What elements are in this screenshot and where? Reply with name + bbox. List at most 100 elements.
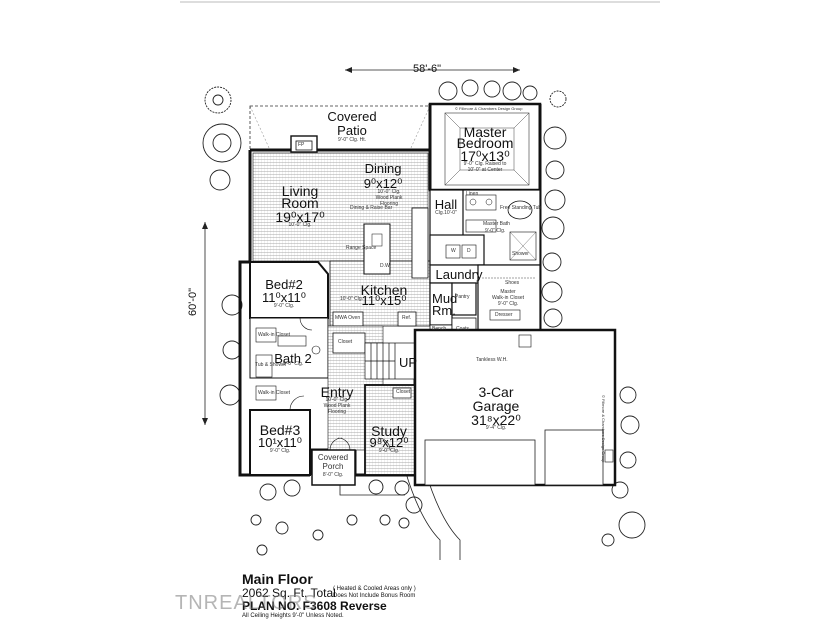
door-swings [289,317,391,451]
garage-note: 9'-4" Clg. [485,425,507,431]
width-dimension-line [345,67,520,73]
study-dims: 9⁸x12⁰ [369,435,409,450]
covered-porch-note: 8'-0" Clg. [322,472,344,478]
bath2-block [249,317,329,401]
entry-name: Entry [320,384,354,400]
bed3-note: 9'-0" Clg. [269,448,291,454]
landscape-shrubs [202,79,646,556]
pantry-label: Pantry [455,294,470,300]
dining-note-2: Wood Plank [375,195,403,201]
garage-walls [413,328,617,487]
master-bedroom-note-1: 9'-0" Clg. Raised to [463,161,507,167]
master-bedroom-name-1: Master [463,124,507,140]
study-note: 9'-0" Clg. [378,448,400,454]
living-room-name-1: Living [281,183,319,199]
living-dining-floor [253,153,428,261]
bed3-name: Bed#3 [259,422,301,438]
covered-porch-name-1: Covered [317,453,349,462]
mwa-oven-label: MWA Oven [335,315,361,321]
master-closet-name-1: Master [500,289,516,295]
closet-label: Closet [338,339,353,345]
entry-note-3: Flooring [327,409,347,415]
covered-patio-area [249,105,431,151]
bed2-name: Bed#2 [265,277,303,292]
garage-name-1: 3-Car [478,384,514,400]
stairs [364,342,416,380]
ceiling-note: All Ceiling Heights 9'-0" Unless Noted. [242,613,344,619]
dining-dims: 9⁰x12⁰ [363,176,403,191]
linen-label: Linen [466,191,479,197]
kitchen-name: Kitchen [360,282,408,298]
range-space-label: Range Space [346,245,377,251]
fireplace [290,135,318,153]
dw-label: D.W. [380,263,391,269]
walkin-closet-label-2: Walk-in Closet [258,390,291,396]
mud-room-name-2: Rm. [432,303,456,318]
washer-label: W [451,248,456,254]
hall-name: Hall [434,197,458,212]
stairs-up-label: UP [399,355,418,370]
bed2-note: 9'-0" Clg. [273,303,295,309]
fireplace-label: FP [298,142,305,148]
free-standing-tub-label: Free Standing Tub [500,205,542,211]
kitchen-dims: 11⁰x15⁰ [361,293,407,308]
master-bedroom-note-2: 10'-0" at Center [467,167,503,173]
bed3-dims: 10¹x11⁰ [258,435,302,450]
entry-note-1: 10'-0" Clg. [325,397,349,403]
master-bath-note: 9'-0" Clg. [485,228,506,234]
plan-number: PLAN NO. F3608 Reverse [242,599,387,613]
square-footage-note: ( Heated & Cooled Areas only ) Does Not … [333,586,416,600]
square-footage-note-2: Does Not Include Bonus Room [333,593,416,599]
garage-name-2: Garage [472,398,520,414]
watermark: TNREALTORS [175,592,318,614]
ref-label: Ref. [402,315,412,321]
shoes-label: Shoes [505,280,520,286]
living-room-note: 10'-0" Clg. [288,222,312,228]
coats-label: Coats [456,326,470,332]
shower-label: Shower [512,251,529,257]
dining-bar-label: Dining & Raise Bar [350,205,393,211]
depth-dimension-line [202,222,208,425]
depth-dimension: 60'-0" [187,287,199,316]
study-closet-label: Closet [396,389,411,395]
covered-patio-note: 9'-0" Clg. Ht. [337,137,367,143]
hall-note: Clg.10'-0" [435,210,457,216]
living-room-name-2: Room [281,195,319,211]
kitchen-note: 10'-0" Clg. [340,296,364,302]
living-room-dims: 19⁰x17⁰ [275,209,325,225]
mud-room-name-1: Mud [432,291,458,306]
bed2-walls [249,261,329,319]
entry-note-2: Wood Plank [323,403,351,409]
dryer-label: D [467,248,471,254]
master-bath-name: Master Bath [483,221,510,227]
tub-shower-label: Tub & Shower [255,362,287,368]
tankless-wh-label: Tankless W.H. [476,357,508,363]
covered-porch-name-2: Porch [322,462,344,471]
bed3-walls [249,409,311,476]
bath2-name: Bath 2 [274,351,312,366]
copyright-top: © Fillmore & Chambers Design Group [455,106,523,111]
square-footage: 2062 Sq. Ft. Total [242,586,336,600]
master-closet [477,264,541,331]
master-closet-name-2: Walk-in Closet [491,295,525,301]
bath2-note: 9'-0" Clg. [282,361,304,367]
garage-dims: 31⁸x22⁰ [471,412,521,428]
bed2-dims: 11⁰x11⁰ [262,290,306,305]
width-dimension: 58'-6" [413,63,442,75]
master-bedroom-name-2: Bedroom [456,135,514,151]
kitchen-area [329,207,431,327]
dining-note-1: 10'-0" Clg. [377,189,401,195]
dresser-label: Dresser [495,312,513,318]
dining-note-3: Flooring [379,201,399,207]
floor-title: Main Floor [242,571,313,587]
covered-porch-walls [311,449,356,486]
laundry-name: Laundry [435,267,483,282]
copyright-side: © Fillmore & Chambers Design Group [601,395,606,463]
bench-label: Bench [432,326,447,332]
master-closet-note: 9'-0" Clg. [497,301,519,307]
study-name: Study [371,423,407,439]
covered-patio-name-1: Covered [327,109,377,124]
dining-name: Dining [364,161,402,176]
master-bedroom-dims: 17⁰x13⁰ [460,148,510,164]
